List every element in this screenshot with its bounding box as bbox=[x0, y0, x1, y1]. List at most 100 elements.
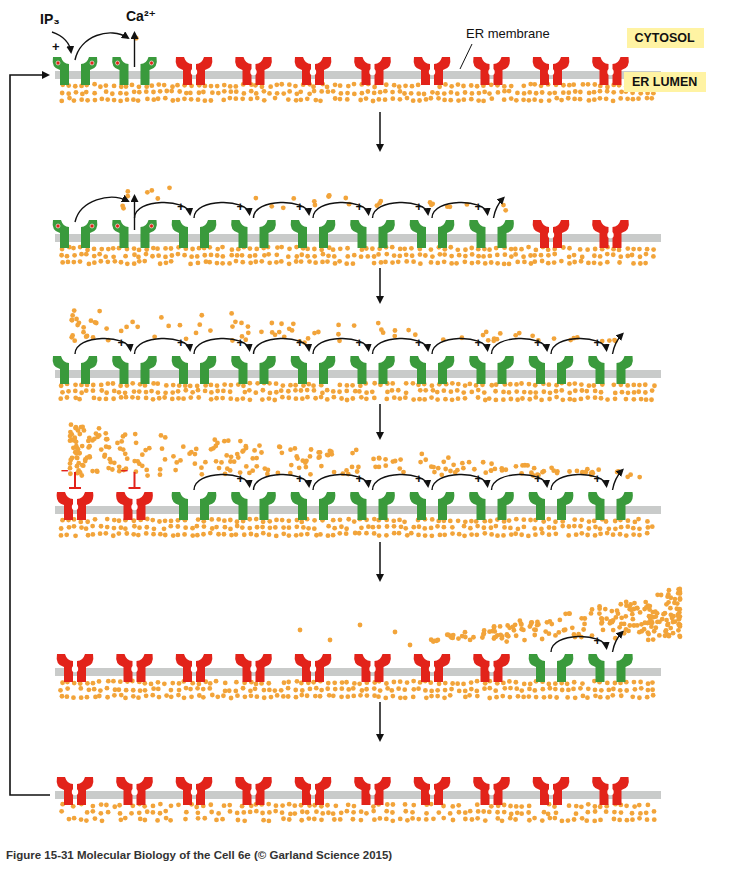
calcium-ion bbox=[138, 688, 143, 693]
calcium-ion bbox=[481, 460, 486, 465]
calcium-ion bbox=[176, 396, 181, 401]
calcium-ion bbox=[372, 91, 377, 96]
calcium-ion bbox=[240, 96, 245, 101]
calcium-ion bbox=[560, 397, 565, 402]
calcium-ion bbox=[481, 809, 486, 814]
calcium-ion bbox=[457, 689, 462, 694]
calcium-ion bbox=[240, 396, 245, 401]
calcium-ion bbox=[384, 681, 389, 686]
calcium-ion bbox=[259, 450, 264, 455]
calcium-ion bbox=[156, 390, 161, 395]
calcium-ion bbox=[519, 532, 524, 537]
calcium-ion bbox=[463, 694, 468, 699]
calcium-ion bbox=[637, 803, 642, 808]
calcium-ion bbox=[160, 446, 165, 451]
calcium-ion bbox=[646, 637, 651, 642]
calcium-ion bbox=[343, 196, 348, 201]
calcium-ion bbox=[81, 463, 86, 468]
calcium-ion bbox=[585, 810, 590, 815]
calcium-ion bbox=[645, 531, 650, 536]
calcium-ion bbox=[468, 526, 473, 531]
calcium-ion bbox=[528, 682, 533, 687]
calcium-ion bbox=[385, 524, 390, 529]
calcium-ion bbox=[554, 810, 559, 815]
calcium-ion bbox=[169, 259, 174, 264]
calcium-ion bbox=[599, 396, 604, 401]
calcium-ion bbox=[436, 810, 441, 815]
calcium-ion bbox=[455, 91, 460, 96]
calcium-ion bbox=[195, 533, 200, 538]
calcium-ion bbox=[624, 803, 629, 808]
calcium-ion bbox=[586, 260, 591, 265]
calcium-ion bbox=[416, 533, 421, 538]
calcium-ion bbox=[371, 457, 376, 462]
calcium-ion bbox=[118, 679, 123, 684]
calcium-ion bbox=[487, 696, 492, 701]
calcium-ion bbox=[72, 338, 77, 343]
calcium-ion bbox=[169, 688, 174, 693]
calcium-ion bbox=[377, 456, 382, 461]
calcium-ion bbox=[463, 630, 468, 635]
calcium-ion bbox=[500, 818, 505, 823]
calcium-ion bbox=[423, 533, 428, 538]
calcium-ion bbox=[352, 253, 357, 258]
calcium-ion bbox=[469, 519, 474, 524]
calcium-ion bbox=[295, 456, 300, 461]
calcium-ion bbox=[406, 328, 411, 333]
calcium-ion bbox=[586, 802, 591, 807]
calcium-ion bbox=[87, 444, 92, 449]
calcium-ion bbox=[215, 247, 220, 252]
calcium-ion bbox=[350, 383, 355, 388]
calcium-ion bbox=[286, 395, 291, 400]
calcium-ion bbox=[326, 810, 331, 815]
calcium-ion bbox=[532, 82, 537, 87]
calcium-ion bbox=[267, 396, 272, 401]
calcium-ion bbox=[69, 422, 74, 427]
calcium-ion bbox=[202, 253, 207, 258]
calcium-ion bbox=[553, 531, 558, 536]
calcium-ion bbox=[325, 259, 330, 264]
calcium-ion bbox=[411, 803, 416, 808]
calcium-ion bbox=[527, 804, 532, 809]
calcium-ion bbox=[418, 388, 423, 393]
calcium-ion bbox=[507, 518, 512, 523]
calcium-ion bbox=[514, 804, 519, 809]
calcium-ion bbox=[624, 688, 629, 693]
calcium-ion bbox=[98, 531, 103, 536]
calcium-ion bbox=[514, 517, 519, 522]
calcium-ion bbox=[542, 810, 547, 815]
calcium-ion bbox=[502, 686, 507, 691]
calcium-ion bbox=[228, 526, 233, 531]
calcium-ion bbox=[513, 680, 518, 685]
calcium-ion bbox=[459, 335, 464, 340]
calcium-ion bbox=[429, 525, 434, 530]
calcium-ion bbox=[209, 517, 214, 522]
calcium-ion bbox=[548, 390, 553, 395]
calcium-ion bbox=[578, 686, 583, 691]
calcium-ion bbox=[429, 533, 434, 538]
calcium-ion bbox=[487, 396, 492, 401]
calcium-ion bbox=[267, 260, 272, 265]
calcium-ion bbox=[527, 397, 532, 402]
calcium-ion bbox=[60, 390, 65, 395]
calcium-ion bbox=[332, 470, 337, 475]
calcium-ion bbox=[85, 98, 90, 103]
calcium-ion bbox=[170, 84, 175, 89]
calcium-ion bbox=[99, 383, 104, 388]
calcium-ion bbox=[598, 96, 603, 101]
calcium-ion bbox=[469, 389, 474, 394]
calcium-ion bbox=[437, 681, 442, 686]
calcium-ion bbox=[244, 464, 249, 469]
calcium-ion bbox=[398, 457, 403, 462]
calcium-ion bbox=[383, 463, 388, 468]
calcium-ion bbox=[579, 531, 584, 536]
calcium-ion bbox=[268, 84, 273, 89]
calcium-ion bbox=[451, 462, 456, 467]
calcium-ion bbox=[254, 809, 259, 814]
calcium-ion bbox=[353, 389, 358, 394]
calcium-ion bbox=[365, 254, 370, 259]
calcium-ion bbox=[215, 383, 220, 388]
calcium-ion bbox=[651, 693, 656, 698]
calcium-ion bbox=[300, 396, 305, 401]
calcium-ion bbox=[159, 433, 164, 438]
